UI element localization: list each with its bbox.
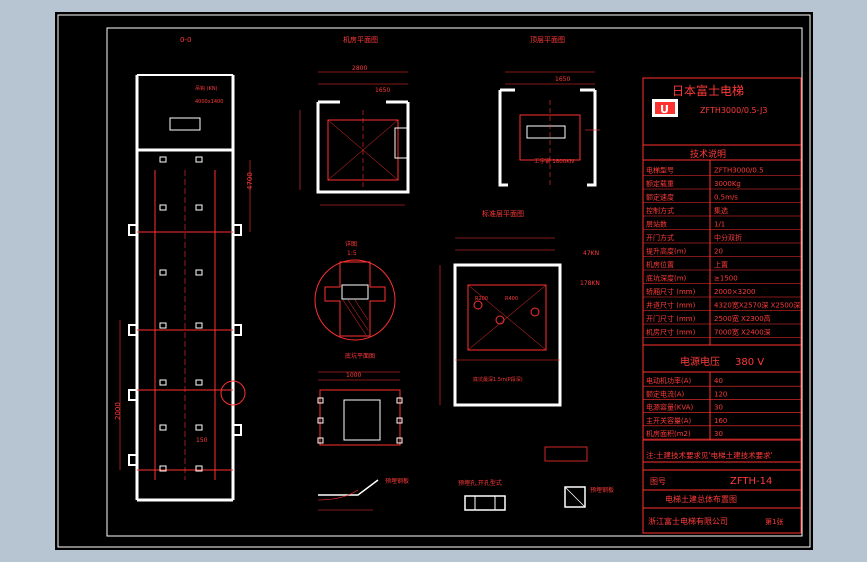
drawing-no: ZFTH-14 [730, 476, 772, 487]
bottom-left-label: 预埋钢板 [385, 477, 409, 485]
view-title-top-floor: 顶层平面图 [530, 36, 565, 44]
table-row-key: 轿厢尺寸 (mm) [646, 287, 696, 296]
company-title: 日本富士电梯 [672, 83, 744, 98]
table-row-key: 机房位置 [646, 260, 674, 269]
top-floor-plan [498, 71, 600, 187]
outer-frame [57, 14, 811, 548]
room-size-label: 4000x1400 [195, 99, 223, 105]
detail-title: 详图 [345, 240, 357, 248]
drawing-sheet [55, 12, 813, 550]
spec-header: 技术说明 [690, 148, 726, 160]
table-row-value: ZFTH3000/0.5 [714, 167, 764, 175]
machine-room-plan [299, 71, 410, 206]
pit-floor-label: 底坑最深1.5m(P段深) [473, 376, 523, 383]
drawing-title: 电梯土建总体布置图 [665, 494, 737, 504]
bottom-details [317, 446, 588, 511]
table-row-key: 底坑深度(m) [646, 274, 687, 283]
table-row-key: 主开关容量(A) [646, 416, 692, 425]
standard-floor-plan [439, 237, 562, 407]
bottom-right-label: 预埋钢板 [590, 486, 614, 494]
hook-label: 吊钩 (KN) [195, 85, 218, 92]
radius-r200: R200 [475, 296, 488, 302]
bottom-mid-label: 预埋孔,开孔型式 [458, 479, 502, 487]
voltage-value: 380 V [735, 357, 764, 368]
table-row-key: 机房面积(m2) [646, 429, 691, 438]
table-row-key: 开门尺寸 (mm) [646, 314, 696, 323]
shaft-elevation [119, 74, 251, 502]
table-row-key: 电源容量(KVA) [646, 403, 693, 412]
drawing-no-label: 图号 [650, 477, 666, 486]
dim-2800-a: 2800 [352, 65, 367, 72]
dim-1650: 1650 [375, 87, 390, 94]
dim-2000: 2000 [114, 402, 122, 420]
table-row-value: 中分双折 [714, 233, 742, 242]
table-row-value: 40 [714, 377, 723, 385]
table-row-key: 机房尺寸 (mm) [646, 328, 696, 337]
table-row-key: 井道尺寸 (mm) [646, 301, 696, 310]
voltage-label: 电源电压 [680, 355, 720, 368]
table-row-value: 20 [714, 248, 723, 256]
view-title-pit: 底坑平面图 [345, 352, 375, 360]
view-title-machine-room: 机房平面图 [343, 35, 378, 44]
company-logo: U [652, 99, 678, 117]
table-row-key: 提升高度(m) [646, 247, 687, 256]
dim-4700: 4700 [246, 172, 254, 190]
table-row-value: 120 [714, 390, 727, 398]
dim-1650-b: 1650 [555, 76, 570, 83]
table-row-value: 2500宽 X2300高 [714, 314, 771, 323]
title-block [642, 77, 802, 534]
civil-note: 注:土建技术要求见'电梯土建技术要求' [646, 450, 773, 460]
table-row-value: 4320宽X2570深 X2500深 [714, 301, 800, 310]
table-row-key: 电动机功率(A) [646, 376, 692, 385]
pit-plan [317, 371, 403, 446]
table-row-value: 30 [714, 404, 723, 412]
table-row-key: 电梯型号 [646, 166, 674, 175]
table-row-key: 控制方式 [646, 206, 674, 215]
view-title-standard-floor: 标准层平面图 [482, 209, 524, 218]
beam-label: 工字钢 1800KN [534, 157, 574, 165]
radius-r400: R400 [505, 296, 518, 302]
corner-mark: 0-0 [180, 36, 191, 44]
logo-mark: U [660, 103, 669, 116]
detail-scale: 1:5 [347, 250, 357, 257]
table-row-value: 1/1 [714, 221, 725, 229]
electrical-table: 电动机功率(A) 40 额定电流(A) 120 电源容量(KVA) 30 主开关容量(A) 1… [643, 376, 801, 440]
load-178kn: 178KN [580, 280, 600, 287]
table-row-key: 额定载重 [646, 179, 674, 188]
table-row-key: 额定速度 [646, 193, 674, 202]
table-row-value: 160 [714, 417, 727, 425]
table-row-value: 30 [714, 430, 723, 438]
table-row-key: 额定电流(A) [646, 389, 685, 398]
dim-150: 150 [196, 437, 208, 444]
spec-table: 电梯型号 ZFTH3000/0.5 额定载重 3000Kg 额定速度 0.5m/s 控制方式… [643, 166, 801, 338]
table-row-value: 0.5m/s [714, 194, 738, 202]
table-row-key: 层站数 [646, 220, 667, 229]
table-row-value: ≥1500 [714, 275, 738, 283]
dim-1000: 1000 [346, 372, 361, 379]
table-row-value: 3000Kg [714, 180, 741, 188]
manufacturer: 浙江富士电梯有限公司 [648, 516, 728, 526]
sheet-number: 第1张 [765, 517, 783, 526]
model-code: ZFTH3000/0.5-J3 [700, 106, 767, 115]
table-row-key: 开门方式 [646, 233, 674, 242]
inner-frame [106, 27, 803, 537]
load-47kn: 47KN [583, 250, 599, 257]
table-row-value: 7000宽 X2400深 [714, 328, 771, 337]
table-row-value: 集选 [714, 206, 728, 215]
table-row-value: 2000×3200 [714, 288, 756, 296]
detail-view [314, 259, 396, 341]
table-row-value: 上置 [714, 260, 728, 269]
